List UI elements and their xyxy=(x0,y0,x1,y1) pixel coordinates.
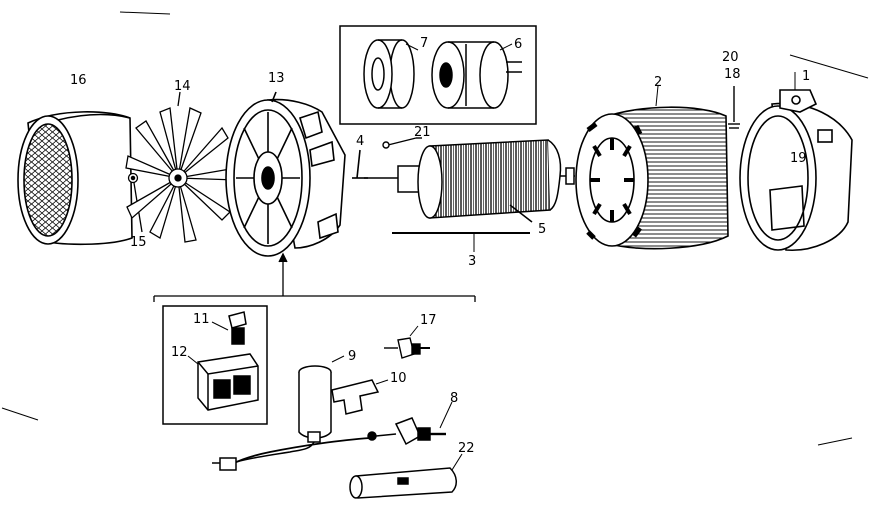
part-9-capacitor xyxy=(235,355,345,463)
callout-5: 5 xyxy=(538,222,546,237)
part-14-fan xyxy=(125,91,237,243)
callout-7: 7 xyxy=(420,36,428,51)
part-22-sleeve xyxy=(349,453,463,499)
callout-10: 10 xyxy=(390,371,407,386)
callout-8: 8 xyxy=(450,391,458,406)
parts-6-7-box xyxy=(339,25,537,125)
part-12-brush-holder xyxy=(187,353,259,411)
scan-marks xyxy=(1,11,869,446)
callout-4: 4 xyxy=(356,134,364,149)
part-8-rectifier xyxy=(212,401,453,471)
callout-22: 22 xyxy=(458,441,475,456)
callout-1: 1 xyxy=(802,69,810,84)
part-10-clamp xyxy=(331,379,389,415)
part-16-fan-guard xyxy=(17,111,133,246)
callout-labels: 1 2 3 4 5 6 7 8 9 10 11 12 13 14 15 16 1… xyxy=(70,36,810,456)
part-13-end-bell xyxy=(225,91,346,257)
part-1-end-bell xyxy=(739,72,853,251)
part-11-brush xyxy=(211,311,247,345)
callout-19: 19 xyxy=(790,151,807,166)
callout-11: 11 xyxy=(193,312,210,327)
parts-11-12-box xyxy=(162,305,268,425)
part-7-bearing xyxy=(363,39,419,109)
part-17-stud xyxy=(384,325,430,359)
part-4-key xyxy=(352,149,368,179)
callout-18: 18 xyxy=(724,67,741,82)
part-21-screw xyxy=(382,137,422,149)
callout-2: 2 xyxy=(654,75,662,90)
callout-13: 13 xyxy=(268,71,285,86)
part-5-rotor xyxy=(364,139,575,223)
callout-12: 12 xyxy=(171,345,188,360)
callout-14: 14 xyxy=(174,79,191,94)
part-3-through-bolt xyxy=(392,232,530,252)
part-6-end-cap xyxy=(431,41,522,109)
callout-6: 6 xyxy=(514,37,522,52)
callout-21: 21 xyxy=(414,125,431,140)
callout-9: 9 xyxy=(348,349,356,364)
bracket-connector xyxy=(153,252,476,302)
part-2-stator xyxy=(575,85,729,250)
callout-20: 20 xyxy=(722,50,739,65)
callout-15: 15 xyxy=(130,235,147,250)
part-18-20-screw xyxy=(728,86,740,129)
callout-3: 3 xyxy=(468,254,476,269)
callout-16: 16 xyxy=(70,73,87,88)
callout-17: 17 xyxy=(420,313,437,328)
